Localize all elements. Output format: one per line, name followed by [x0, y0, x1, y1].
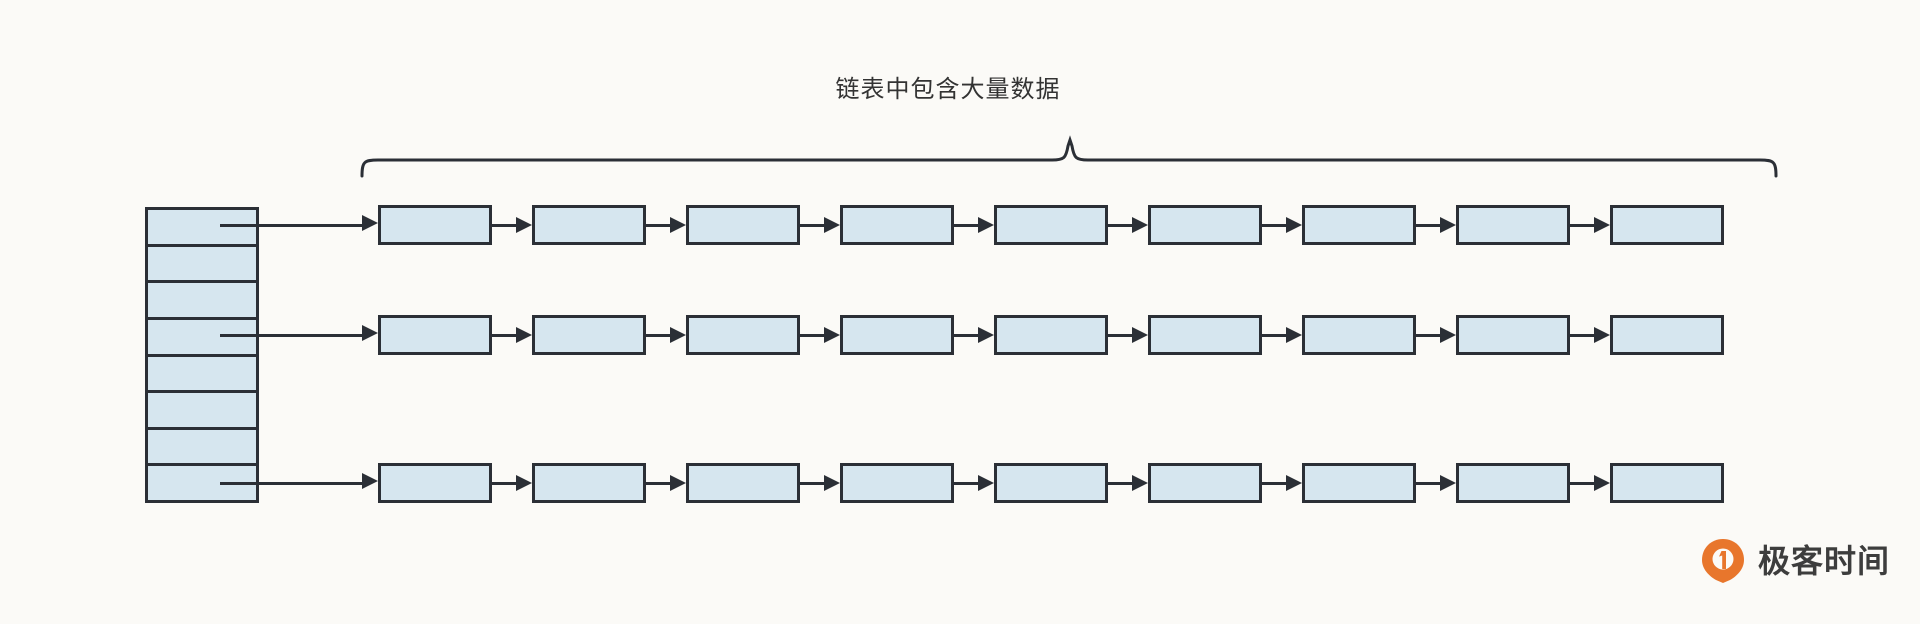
chain-arrow-icon: [800, 473, 840, 493]
chain-node[interactable]: [840, 463, 954, 503]
chain-node[interactable]: [840, 315, 954, 355]
chain-node[interactable]: [1456, 205, 1570, 245]
brand-logo: 极客时间: [1700, 538, 1890, 584]
chain-node[interactable]: [1610, 205, 1724, 245]
chain-arrow-icon: [1262, 473, 1302, 493]
chain-node[interactable]: [1148, 463, 1262, 503]
chain-arrow-icon: [1262, 215, 1302, 235]
chain-arrow-icon: [800, 325, 840, 345]
chain-node[interactable]: [1610, 463, 1724, 503]
chain-row-0: [378, 205, 1724, 245]
chain-node[interactable]: [532, 315, 646, 355]
chain-arrow-icon: [1416, 215, 1456, 235]
chain-arrow-icon: [492, 325, 532, 345]
chain-arrow-icon: [1108, 325, 1148, 345]
chain-arrow-icon: [800, 215, 840, 235]
bucket-array: [145, 207, 259, 503]
span-brace-icon: [360, 135, 1778, 178]
bucket-cell-3[interactable]: [148, 319, 256, 357]
bucket-link-3-arrowhead: [362, 325, 378, 341]
chain-node[interactable]: [686, 205, 800, 245]
brand-name-label: 极客时间: [1758, 543, 1891, 579]
bucket-cell-2[interactable]: [148, 283, 256, 320]
chain-node[interactable]: [1148, 315, 1262, 355]
chain-arrow-icon: [1262, 325, 1302, 345]
chain-node[interactable]: [532, 463, 646, 503]
chain-node[interactable]: [1302, 315, 1416, 355]
chain-arrow-icon: [492, 215, 532, 235]
chain-arrow-icon: [954, 215, 994, 235]
bucket-link-0: [220, 224, 362, 227]
chain-node[interactable]: [1610, 315, 1724, 355]
bucket-link-7-arrowhead: [362, 473, 378, 489]
chain-row-2: [378, 463, 1724, 503]
bucket-cell-1[interactable]: [148, 246, 256, 284]
bucket-link-7: [220, 482, 362, 485]
chain-node[interactable]: [686, 463, 800, 503]
chain-node[interactable]: [994, 205, 1108, 245]
bucket-cell-6[interactable]: [148, 429, 256, 467]
chain-arrow-icon: [646, 325, 686, 345]
bucket-cell-5[interactable]: [148, 393, 256, 430]
chain-row-1: [378, 315, 1724, 355]
chain-arrow-icon: [646, 215, 686, 235]
geektime-pin-icon: [1700, 538, 1746, 584]
bucket-link-3: [220, 334, 362, 337]
chain-arrow-icon: [492, 473, 532, 493]
chain-node[interactable]: [840, 205, 954, 245]
chain-arrow-icon: [1416, 473, 1456, 493]
chain-node[interactable]: [686, 315, 800, 355]
chain-arrow-icon: [1570, 473, 1610, 493]
chain-arrow-icon: [646, 473, 686, 493]
chain-arrow-icon: [954, 473, 994, 493]
chain-arrow-icon: [1570, 325, 1610, 345]
chain-node[interactable]: [1302, 463, 1416, 503]
chain-arrow-icon: [1416, 325, 1456, 345]
chain-node[interactable]: [994, 315, 1108, 355]
chain-arrow-icon: [1108, 473, 1148, 493]
bucket-cell-4[interactable]: [148, 356, 256, 394]
chain-arrow-icon: [1570, 215, 1610, 235]
chain-arrow-icon: [954, 325, 994, 345]
chain-node[interactable]: [378, 315, 492, 355]
bucket-cell-0[interactable]: [148, 210, 256, 247]
chain-node[interactable]: [994, 463, 1108, 503]
chain-node[interactable]: [1148, 205, 1262, 245]
bucket-link-0-arrowhead: [362, 215, 378, 231]
chain-node[interactable]: [378, 463, 492, 503]
chain-node[interactable]: [378, 205, 492, 245]
chain-arrow-icon: [1108, 215, 1148, 235]
chain-node[interactable]: [1302, 205, 1416, 245]
brace-caption-label: 链表中包含大量数据: [835, 76, 1061, 103]
chain-node[interactable]: [532, 205, 646, 245]
chain-node[interactable]: [1456, 315, 1570, 355]
chain-node[interactable]: [1456, 463, 1570, 503]
